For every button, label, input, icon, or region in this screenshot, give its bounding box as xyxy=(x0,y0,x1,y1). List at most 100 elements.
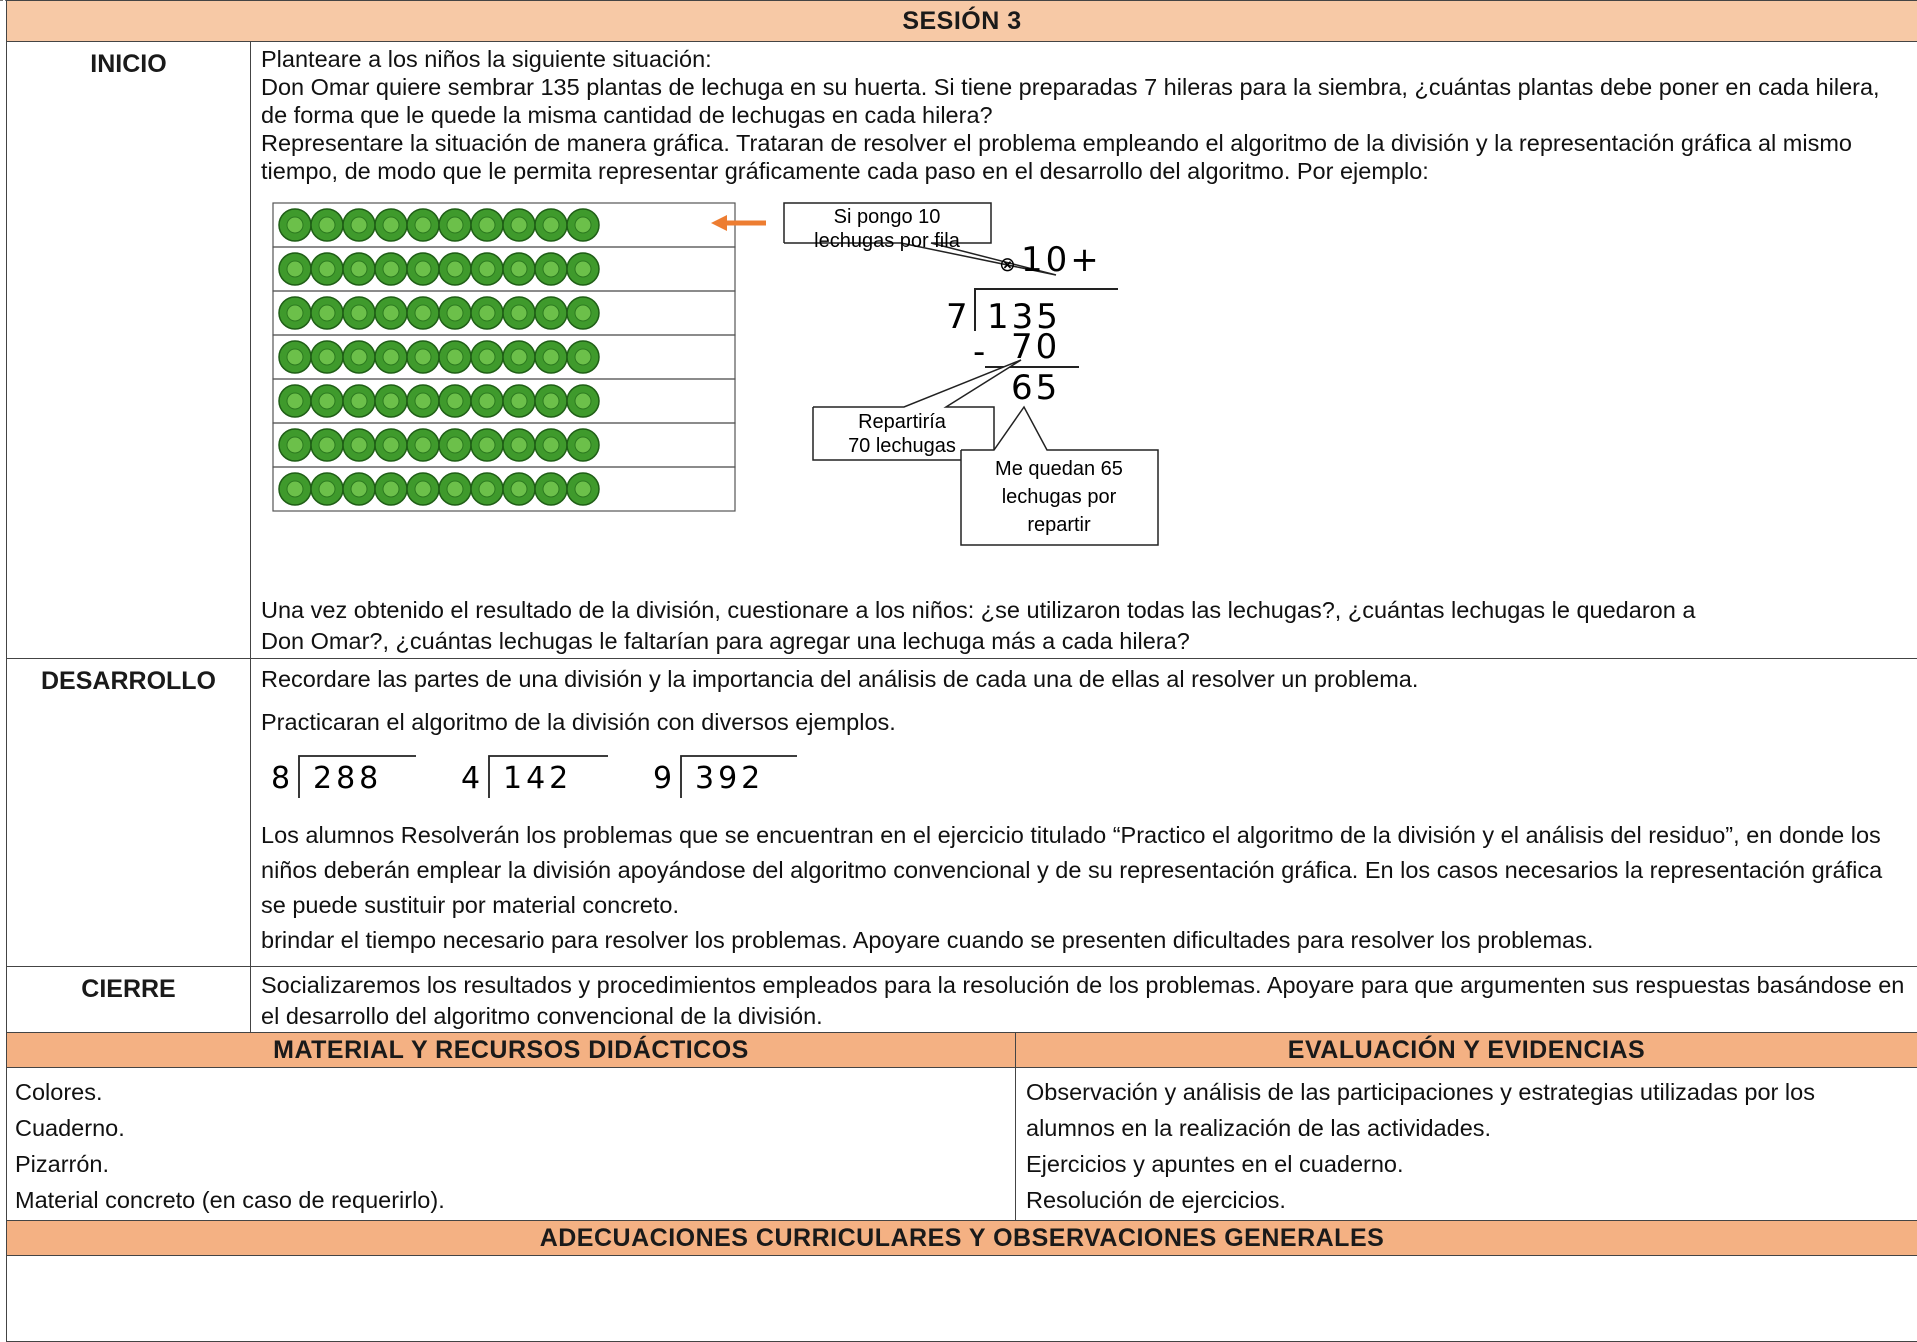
lettuce-icon-center xyxy=(543,261,559,277)
division-example: 4 142 xyxy=(461,756,608,798)
quotient: 10+ xyxy=(1021,240,1102,280)
lettuce-icon-center xyxy=(287,393,303,409)
desarrollo-content: Recordare las partes de una división y l… xyxy=(251,659,1917,967)
lettuce-icon-center xyxy=(511,393,527,409)
lettuce-icon-center xyxy=(479,261,495,277)
lettuce-icon-center xyxy=(415,217,431,233)
lettuce-icon-center xyxy=(575,481,591,497)
lettuce-icon-center xyxy=(479,217,495,233)
lettuce-icon-center xyxy=(319,349,335,365)
lettuce-icon-center xyxy=(447,261,463,277)
lettuce-icon-center xyxy=(287,217,303,233)
desarrollo-label: DESARROLLO xyxy=(7,659,251,967)
evaluacion-item: Ejercicios y apuntes en el cuaderno. xyxy=(1026,1146,1909,1182)
inicio-line: Planteare a los niños la siguiente situa… xyxy=(261,45,1907,73)
lettuce-icon-center xyxy=(319,305,335,321)
lettuce-icon-center xyxy=(415,261,431,277)
callout-top-line: Si pongo 10 xyxy=(834,206,941,228)
minus-sign: - xyxy=(973,332,985,372)
lettuce-icon-center xyxy=(383,481,399,497)
lettuce-division-diagram: Si pongo 10 lechugas por fila ⊗ 10+ 7 13… xyxy=(261,185,1461,595)
division-examples: 8 288 4 142 9 392 xyxy=(261,748,1907,818)
evaluacion-item: Resolución de ejercicios. xyxy=(1026,1182,1909,1218)
lettuce-icon-center xyxy=(383,393,399,409)
lettuce-icon-center xyxy=(319,437,335,453)
lettuce-icon-center xyxy=(479,349,495,365)
lettuce-icon-center xyxy=(415,393,431,409)
material-item: Colores. xyxy=(15,1074,1007,1110)
division-figure: Si pongo 10 lechugas por fila ⊗ 10+ 7 13… xyxy=(261,185,1907,595)
adecuaciones-header: ADECUACIONES CURRICULARES Y OBSERVACIONE… xyxy=(7,1221,1917,1256)
lettuce-icon-center xyxy=(575,305,591,321)
lettuce-icon-center xyxy=(415,481,431,497)
lettuce-icon-center xyxy=(383,217,399,233)
lettuce-icon-center xyxy=(287,305,303,321)
session-table: SESIÓN 3 INICIO Planteare a los niños la… xyxy=(6,0,1917,1342)
division-example: 9 392 xyxy=(653,756,797,798)
inicio-closing-line: Una vez obtenido el resultado de la divi… xyxy=(261,595,1907,626)
lettuce-icon-center xyxy=(287,349,303,365)
lettuce-icon-center xyxy=(511,481,527,497)
lettuce-icon-center xyxy=(479,305,495,321)
session-title: SESIÓN 3 xyxy=(7,1,1917,42)
cierre-text: Socializaremos los resultados y procedim… xyxy=(251,967,1917,1033)
lettuce-icon-center xyxy=(543,437,559,453)
division-example: 8 288 xyxy=(271,756,416,798)
lettuce-icon-center xyxy=(511,305,527,321)
lettuce-icon-center xyxy=(351,437,367,453)
lettuce-icon-center xyxy=(287,481,303,497)
material-item: Material concreto (en caso de requerirlo… xyxy=(15,1182,1007,1218)
remainder: 65 xyxy=(1011,368,1060,408)
lettuce-icon-center xyxy=(351,393,367,409)
lettuce-icon-center xyxy=(447,437,463,453)
lettuce-icon-center xyxy=(575,349,591,365)
lettuce-icon-center xyxy=(575,437,591,453)
example-divisor: 4 xyxy=(461,761,480,796)
lettuce-icon-center xyxy=(351,481,367,497)
lettuce-icon-center xyxy=(447,217,463,233)
callout-left-line: Repartiría xyxy=(858,411,947,433)
lettuce-icon-center xyxy=(383,305,399,321)
callout-left-line: 70 lechugas xyxy=(848,435,956,457)
lettuce-icon-center xyxy=(319,393,335,409)
lettuce-icon-center xyxy=(383,261,399,277)
lettuce-icon-center xyxy=(479,437,495,453)
lettuce-icon-center xyxy=(543,305,559,321)
inicio-content: Planteare a los niños la siguiente situa… xyxy=(251,42,1917,659)
lettuce-icon-center xyxy=(287,261,303,277)
lesson-plan-page: SESIÓN 3 INICIO Planteare a los niños la… xyxy=(0,0,1917,1309)
inicio-label: INICIO xyxy=(7,42,251,659)
lettuce-rows xyxy=(273,203,735,511)
callout-right-line: Me quedan 65 xyxy=(995,458,1123,480)
callout-top-line: lechugas por fila xyxy=(814,230,961,252)
lettuce-icon-center xyxy=(415,305,431,321)
lettuce-icon-center xyxy=(415,349,431,365)
evaluacion-header: EVALUACIÓN Y EVIDENCIAS xyxy=(1016,1033,1917,1068)
lettuce-icon-center xyxy=(351,305,367,321)
callout-right-line: repartir xyxy=(1027,514,1091,536)
cierre-label: CIERRE xyxy=(7,967,251,1033)
lettuce-icon-center xyxy=(287,437,303,453)
lettuce-icon-center xyxy=(511,261,527,277)
lettuce-icon-center xyxy=(479,481,495,497)
material-item: Cuaderno. xyxy=(15,1110,1007,1146)
divisor: 7 xyxy=(946,297,968,337)
desarrollo-paragraph: Los alumnos Resolverán los problemas que… xyxy=(261,818,1907,923)
example-dividend: 288 xyxy=(313,761,382,796)
division-examples-svg: 8 288 4 142 9 392 xyxy=(261,748,961,810)
desarrollo-line: Recordare las partes de una división y l… xyxy=(261,662,1907,697)
lettuce-icon-center xyxy=(575,217,591,233)
lettuce-icon-center xyxy=(351,349,367,365)
lettuce-icon-center xyxy=(575,261,591,277)
lettuce-icon-center xyxy=(351,217,367,233)
lettuce-icon-center xyxy=(383,349,399,365)
example-dividend: 142 xyxy=(503,761,572,796)
lettuce-icon-center xyxy=(319,261,335,277)
callout-right-line: lechugas por xyxy=(1002,486,1117,508)
material-list: Colores. Cuaderno. Pizarrón. Material co… xyxy=(7,1068,1016,1221)
material-item: Pizarrón. xyxy=(15,1146,1007,1182)
lettuce-icon-center xyxy=(351,261,367,277)
inicio-closing-line: Don Omar?, ¿cuántas lechugas le faltaría… xyxy=(261,626,1907,657)
lettuce-icon-center xyxy=(511,217,527,233)
adecuaciones-body xyxy=(7,1256,1917,1342)
